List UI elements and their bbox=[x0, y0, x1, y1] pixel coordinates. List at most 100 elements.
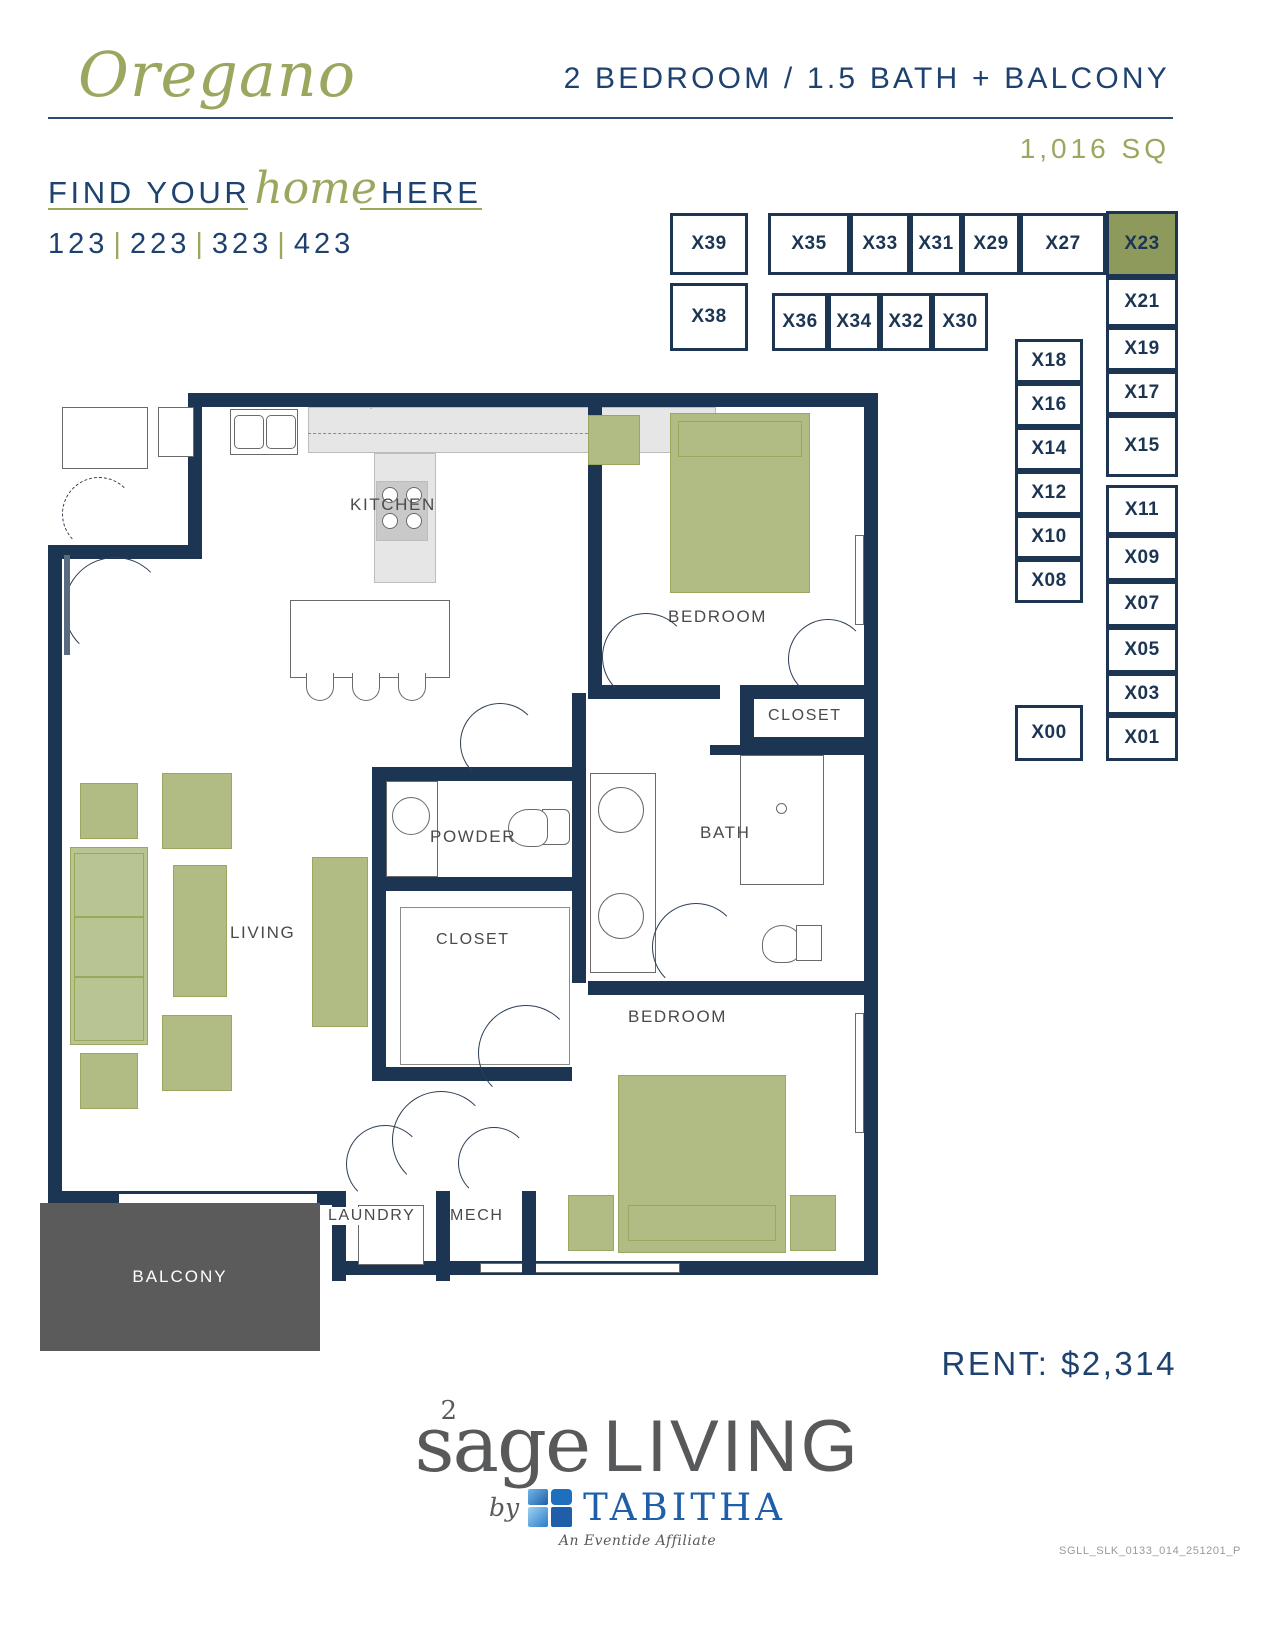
kitchen-island bbox=[290, 600, 450, 678]
entry-door-arc bbox=[64, 557, 166, 659]
powder-door-arc bbox=[460, 703, 540, 783]
powder-sink bbox=[392, 797, 430, 835]
room-label-powder: POWDER bbox=[430, 827, 517, 846]
kitchen-sink-basin-left bbox=[234, 415, 264, 449]
side-table-upper-left bbox=[80, 783, 138, 839]
wall-mech-right bbox=[522, 1191, 536, 1273]
wall-laundry-right bbox=[436, 1191, 450, 1281]
wall-closet-upper-left bbox=[740, 685, 754, 751]
page-title: Oregano bbox=[78, 38, 357, 111]
wall-bedroom-upper-left bbox=[588, 407, 602, 699]
unit-separator-1: | bbox=[195, 228, 207, 260]
keymap-cell-x16[interactable]: X16 bbox=[1015, 383, 1083, 427]
affiliate-text: An Eventide Affiliate bbox=[558, 1533, 717, 1549]
closet-lower-door-arc bbox=[478, 1005, 574, 1101]
unit-number-2: 323 bbox=[211, 228, 273, 260]
bath-door-arc bbox=[652, 903, 740, 991]
side-table-lower-left bbox=[80, 1053, 138, 1109]
wall-bath-top bbox=[710, 745, 866, 755]
unit-separator-2: | bbox=[277, 228, 289, 260]
wall-laundry-left bbox=[332, 1191, 346, 1281]
wall-corridor-vertical bbox=[572, 693, 586, 983]
keymap-cell-x33[interactable]: X33 bbox=[850, 213, 910, 275]
kitchen-sink-basin-right bbox=[266, 415, 296, 449]
find-pre-text: FIND YOUR bbox=[48, 175, 251, 210]
keymap-cell-x31[interactable]: X31 bbox=[910, 213, 962, 275]
document-code: SGLL_SLK_0133_014_251201_P bbox=[1059, 1545, 1241, 1557]
find-post-text: HERE bbox=[380, 175, 482, 210]
unit-numbers-list: 123|223|323|423 bbox=[48, 228, 354, 261]
island-stool-1 bbox=[306, 673, 334, 701]
keymap-cell-x38[interactable]: X38 bbox=[670, 283, 748, 351]
island-stool-3 bbox=[398, 673, 426, 701]
tabitha-logo-icon bbox=[528, 1487, 574, 1529]
keymap-cell-x19[interactable]: X19 bbox=[1106, 327, 1178, 371]
refrigerator bbox=[62, 407, 148, 469]
armchair-lower bbox=[162, 1015, 232, 1091]
sofa-cushion-b bbox=[74, 917, 144, 977]
bath-toilet-tank bbox=[796, 925, 822, 961]
keymap-cell-x34[interactable]: X34 bbox=[828, 293, 880, 351]
keymap-cell-x23[interactable]: X23 bbox=[1106, 211, 1178, 277]
nightstand-upper bbox=[588, 415, 640, 465]
kitchen-counter-right bbox=[370, 407, 372, 409]
upper-cabinet-line bbox=[308, 433, 608, 434]
header-divider bbox=[48, 117, 1173, 119]
keymap-cell-x39[interactable]: X39 bbox=[670, 213, 748, 275]
burner-4 bbox=[406, 513, 422, 529]
keymap-cell-x18[interactable]: X18 bbox=[1015, 339, 1083, 383]
keymap-cell-x17[interactable]: X17 bbox=[1106, 371, 1178, 415]
wall-left-main bbox=[48, 545, 62, 1205]
wall-right-main bbox=[864, 393, 878, 1273]
pantry-cabinet bbox=[158, 407, 194, 457]
keymap-cell-x08[interactable]: X08 bbox=[1015, 559, 1083, 603]
room-label-bedroom-upper: BEDROOM bbox=[668, 607, 768, 626]
keymap-cell-x03[interactable]: X03 bbox=[1106, 673, 1178, 715]
sofa-cushion-c bbox=[74, 977, 144, 1041]
unit-number-0: 123 bbox=[48, 228, 109, 260]
keymap-cell-x05[interactable]: X05 bbox=[1106, 627, 1178, 673]
shower-stall bbox=[740, 755, 824, 885]
keymap-cell-x21[interactable]: X21 bbox=[1106, 277, 1178, 327]
window-bottom-bedroom bbox=[480, 1263, 680, 1273]
unit-separator-0: | bbox=[113, 228, 125, 260]
room-label-bedroom-lower: BEDROOM bbox=[628, 1007, 728, 1026]
keymap-cell-x15[interactable]: X15 bbox=[1106, 415, 1178, 477]
keymap-cell-x10[interactable]: X10 bbox=[1015, 515, 1083, 559]
window-right-lower bbox=[855, 1013, 864, 1133]
room-label-living: LIVING bbox=[230, 923, 296, 942]
find-home-text: home bbox=[254, 163, 377, 214]
laundry-door-arc bbox=[346, 1125, 424, 1203]
unit-number-3: 423 bbox=[293, 228, 355, 260]
bath-sink-upper bbox=[598, 787, 644, 833]
balcony-area: BALCONY bbox=[40, 1203, 320, 1351]
keymap-cell-x07[interactable]: X07 bbox=[1106, 581, 1178, 627]
keymap-cell-x27[interactable]: X27 bbox=[1020, 213, 1106, 275]
keymap-cell-x12[interactable]: X12 bbox=[1015, 471, 1083, 515]
wall-bath-bottom bbox=[588, 981, 878, 995]
keymap-cell-x14[interactable]: X14 bbox=[1015, 427, 1083, 471]
keymap-cell-x32[interactable]: X32 bbox=[880, 293, 932, 351]
keymap-cell-x36[interactable]: X36 bbox=[772, 293, 828, 351]
bath-sink-lower bbox=[598, 893, 644, 939]
nightstand-lower-left bbox=[568, 1195, 614, 1251]
keymap-cell-x11[interactable]: X11 bbox=[1106, 485, 1178, 535]
living-wordmark: LIVING bbox=[603, 1406, 861, 1487]
find-underline-right bbox=[360, 208, 482, 210]
keymap-cell-x29[interactable]: X29 bbox=[962, 213, 1020, 275]
keymap-cell-x30[interactable]: X30 bbox=[932, 293, 988, 351]
entry-door-panel bbox=[64, 555, 70, 655]
keymap-cell-x35[interactable]: X35 bbox=[768, 213, 850, 275]
keymap-cell-x09[interactable]: X09 bbox=[1106, 535, 1178, 581]
room-label-kitchen: KITCHEN bbox=[350, 495, 436, 514]
by-text: by bbox=[489, 1493, 520, 1522]
burner-1 bbox=[382, 487, 398, 503]
keymap-cell-x00[interactable]: X00 bbox=[1015, 705, 1083, 761]
find-underline-left bbox=[48, 208, 248, 210]
keymap-cell-x01[interactable]: X01 bbox=[1106, 715, 1178, 761]
room-label-closet-upper: CLOSET bbox=[768, 707, 842, 724]
